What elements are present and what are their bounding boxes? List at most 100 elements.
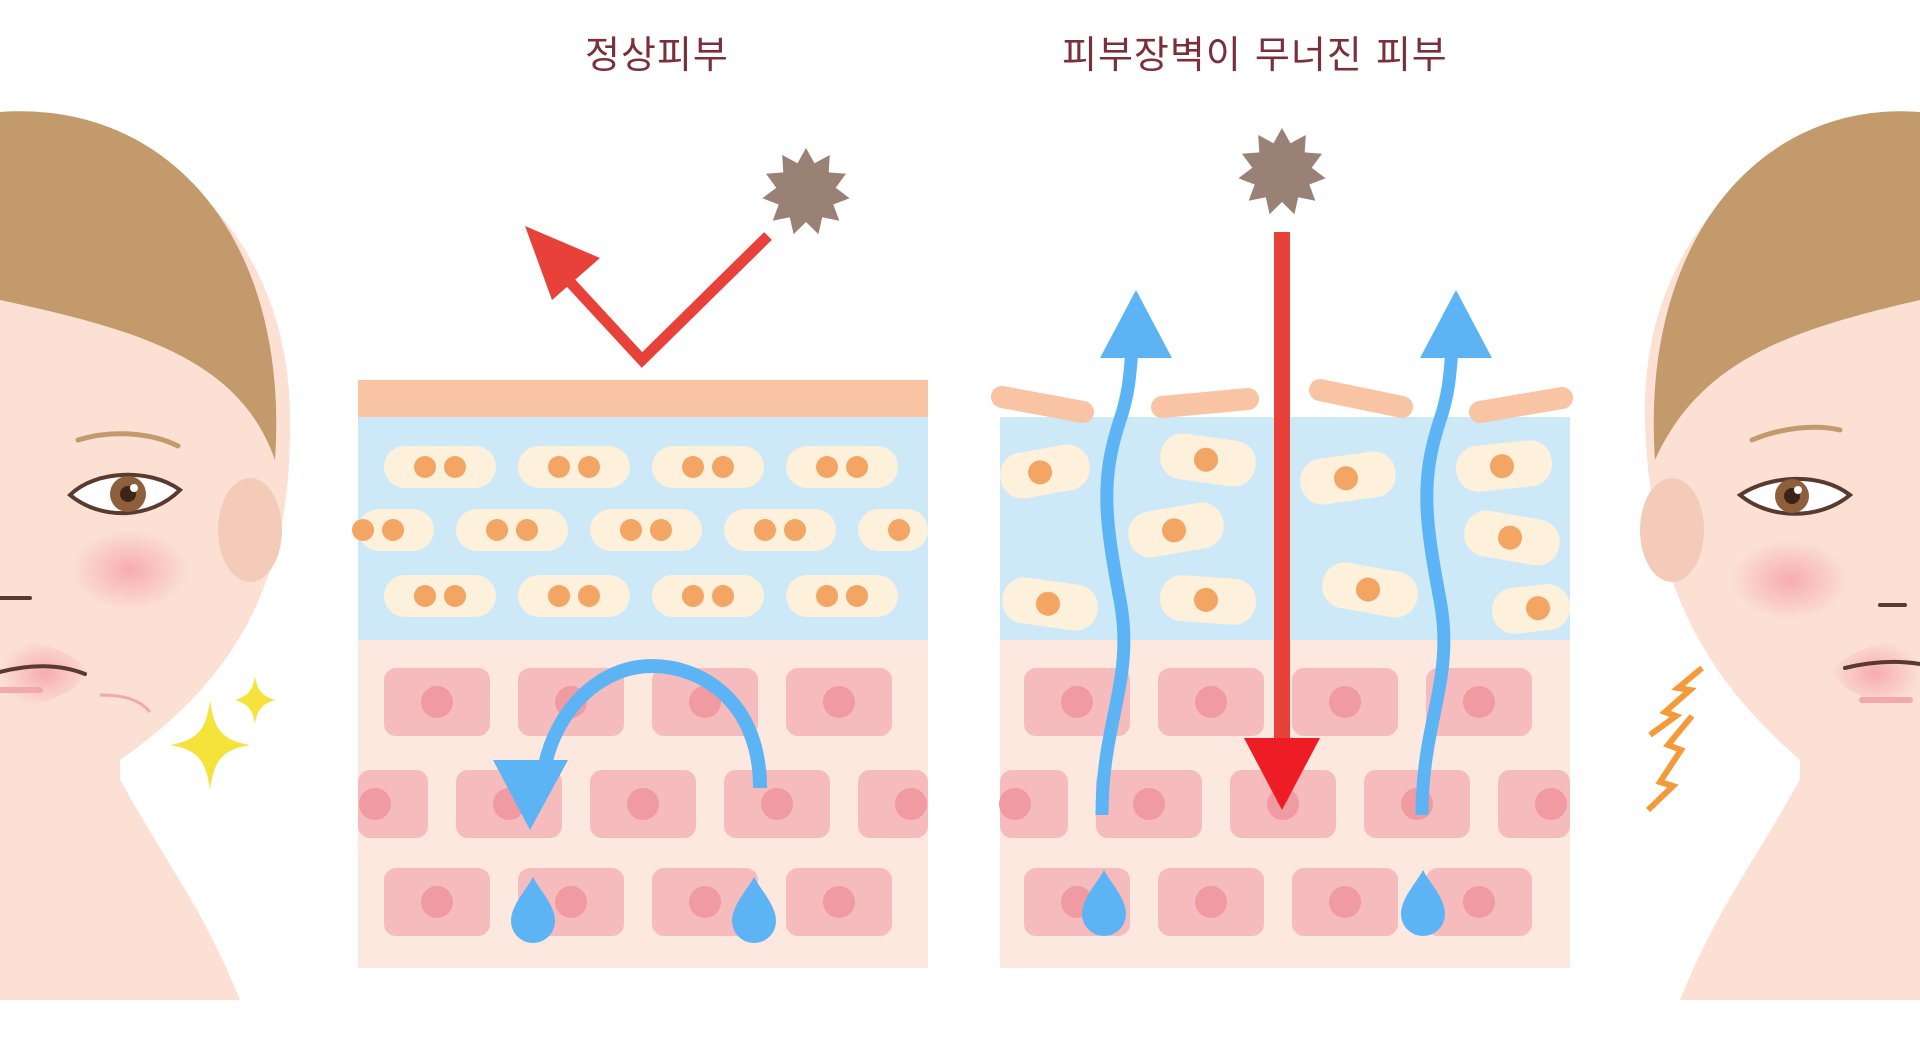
epidermal-cell bbox=[518, 446, 630, 488]
cell-nucleus bbox=[414, 585, 436, 607]
cell-nucleus bbox=[888, 519, 910, 541]
epidermal-cell bbox=[1128, 502, 1224, 558]
epidermal-cell bbox=[652, 446, 764, 488]
cell-nucleus bbox=[895, 788, 927, 820]
cell-nucleus bbox=[421, 686, 453, 718]
damaged-skin-title: 피부장벽이 무너진 피부 bbox=[1062, 33, 1448, 77]
cell-nucleus bbox=[1061, 686, 1093, 718]
cell-nucleus bbox=[816, 585, 838, 607]
cell-nucleus bbox=[823, 886, 855, 918]
left-ear bbox=[218, 478, 282, 582]
epidermal-cell bbox=[1002, 577, 1098, 631]
right-face bbox=[1640, 111, 1920, 1000]
moisture-loss-arrow bbox=[1415, 290, 1492, 816]
cell-nucleus bbox=[1334, 466, 1359, 491]
right-ear bbox=[1640, 478, 1704, 582]
cell-nucleus bbox=[627, 788, 659, 820]
epidermal-cell bbox=[456, 509, 568, 551]
lightning-bolt-icon bbox=[1645, 665, 1704, 813]
cell-nucleus bbox=[1463, 886, 1495, 918]
cell-nucleus bbox=[1162, 518, 1187, 543]
cell-nucleus bbox=[1535, 788, 1567, 820]
cell-nucleus bbox=[578, 585, 600, 607]
dermal-cell bbox=[358, 770, 428, 838]
cell-nucleus bbox=[486, 519, 508, 541]
cell-nucleus bbox=[444, 456, 466, 478]
moisture-loss-arrow bbox=[1095, 290, 1172, 816]
cell-nucleus bbox=[1329, 886, 1361, 918]
penetrating-irritant-arrow bbox=[1244, 232, 1320, 810]
cell-nucleus bbox=[620, 519, 642, 541]
epidermal-cell bbox=[786, 575, 898, 617]
epidermal-cell bbox=[1300, 451, 1396, 505]
left-mouth bbox=[0, 664, 87, 676]
cell-nucleus bbox=[548, 456, 570, 478]
damaged-skin-cross-section bbox=[991, 232, 1573, 968]
left-hair bbox=[0, 111, 277, 461]
normal-skin-cross-section bbox=[352, 226, 928, 968]
cell-nucleus bbox=[816, 456, 838, 478]
cell-nucleus bbox=[682, 456, 704, 478]
cell-nucleus bbox=[1195, 886, 1227, 918]
cell-nucleus bbox=[846, 456, 868, 478]
cell-nucleus bbox=[444, 585, 466, 607]
epidermal-cells bbox=[352, 446, 928, 617]
cell-nucleus bbox=[999, 788, 1031, 820]
cell-nucleus bbox=[846, 585, 868, 607]
cell-nucleus bbox=[712, 585, 734, 607]
epidermal-cell bbox=[518, 575, 630, 617]
cell-nucleus bbox=[1194, 587, 1219, 612]
cell-nucleus bbox=[1526, 596, 1551, 621]
cell-nucleus bbox=[578, 456, 600, 478]
blocked-irritant-arrow bbox=[525, 226, 772, 368]
epidermal-cell bbox=[1159, 575, 1257, 625]
epidermal-cell bbox=[1464, 510, 1560, 566]
cell-nucleus bbox=[689, 686, 721, 718]
cell-nucleus bbox=[548, 585, 570, 607]
epidermal-cell bbox=[1160, 433, 1256, 487]
cell-nucleus bbox=[1036, 591, 1061, 616]
left-face bbox=[0, 111, 290, 1000]
dermal-cell bbox=[1000, 770, 1068, 838]
cell-nucleus bbox=[1498, 525, 1523, 550]
normal-skin-title: 정상피부 bbox=[585, 33, 729, 77]
epidermal-cell bbox=[1322, 562, 1418, 618]
moisture-retention-arrow bbox=[493, 658, 767, 830]
epidermal-cell bbox=[590, 509, 702, 551]
epidermal-cell bbox=[1000, 444, 1090, 499]
cell-nucleus bbox=[823, 686, 855, 718]
cell-nucleus bbox=[1194, 447, 1219, 472]
cell-nucleus bbox=[712, 456, 734, 478]
dermal-cell bbox=[1498, 770, 1570, 838]
cell-nucleus bbox=[414, 456, 436, 478]
dermal-cells bbox=[358, 668, 928, 936]
cell-nucleus bbox=[682, 585, 704, 607]
cell-nucleus bbox=[516, 519, 538, 541]
cell-nucleus bbox=[352, 519, 374, 541]
cell-nucleus bbox=[1028, 460, 1053, 485]
cell-nucleus bbox=[359, 788, 391, 820]
epidermal-cell bbox=[384, 446, 496, 488]
cell-nucleus bbox=[1329, 686, 1361, 718]
epidermal-cell bbox=[724, 509, 836, 551]
cell-nucleus bbox=[650, 519, 672, 541]
epidermal-cell bbox=[786, 446, 898, 488]
epidermal-cell bbox=[1492, 584, 1571, 634]
cell-nucleus bbox=[421, 886, 453, 918]
cell-nucleus bbox=[689, 886, 721, 918]
broken-stratum-corneum bbox=[991, 379, 1573, 423]
irritant-particle-icon bbox=[762, 128, 1326, 235]
cell-nucleus bbox=[784, 519, 806, 541]
epidermal-cells bbox=[1000, 433, 1571, 634]
cell-nucleus bbox=[1463, 686, 1495, 718]
cell-nucleus bbox=[761, 788, 793, 820]
stratum-corneum-layer bbox=[358, 380, 928, 417]
sparkle-icon bbox=[170, 676, 275, 790]
cell-nucleus bbox=[1356, 577, 1381, 602]
cell-nucleus bbox=[555, 886, 587, 918]
cell-nucleus bbox=[382, 519, 404, 541]
cell-nucleus bbox=[1490, 454, 1515, 479]
cell-nucleus bbox=[1133, 788, 1165, 820]
dermal-cell bbox=[858, 770, 928, 838]
right-hair bbox=[1653, 111, 1920, 461]
